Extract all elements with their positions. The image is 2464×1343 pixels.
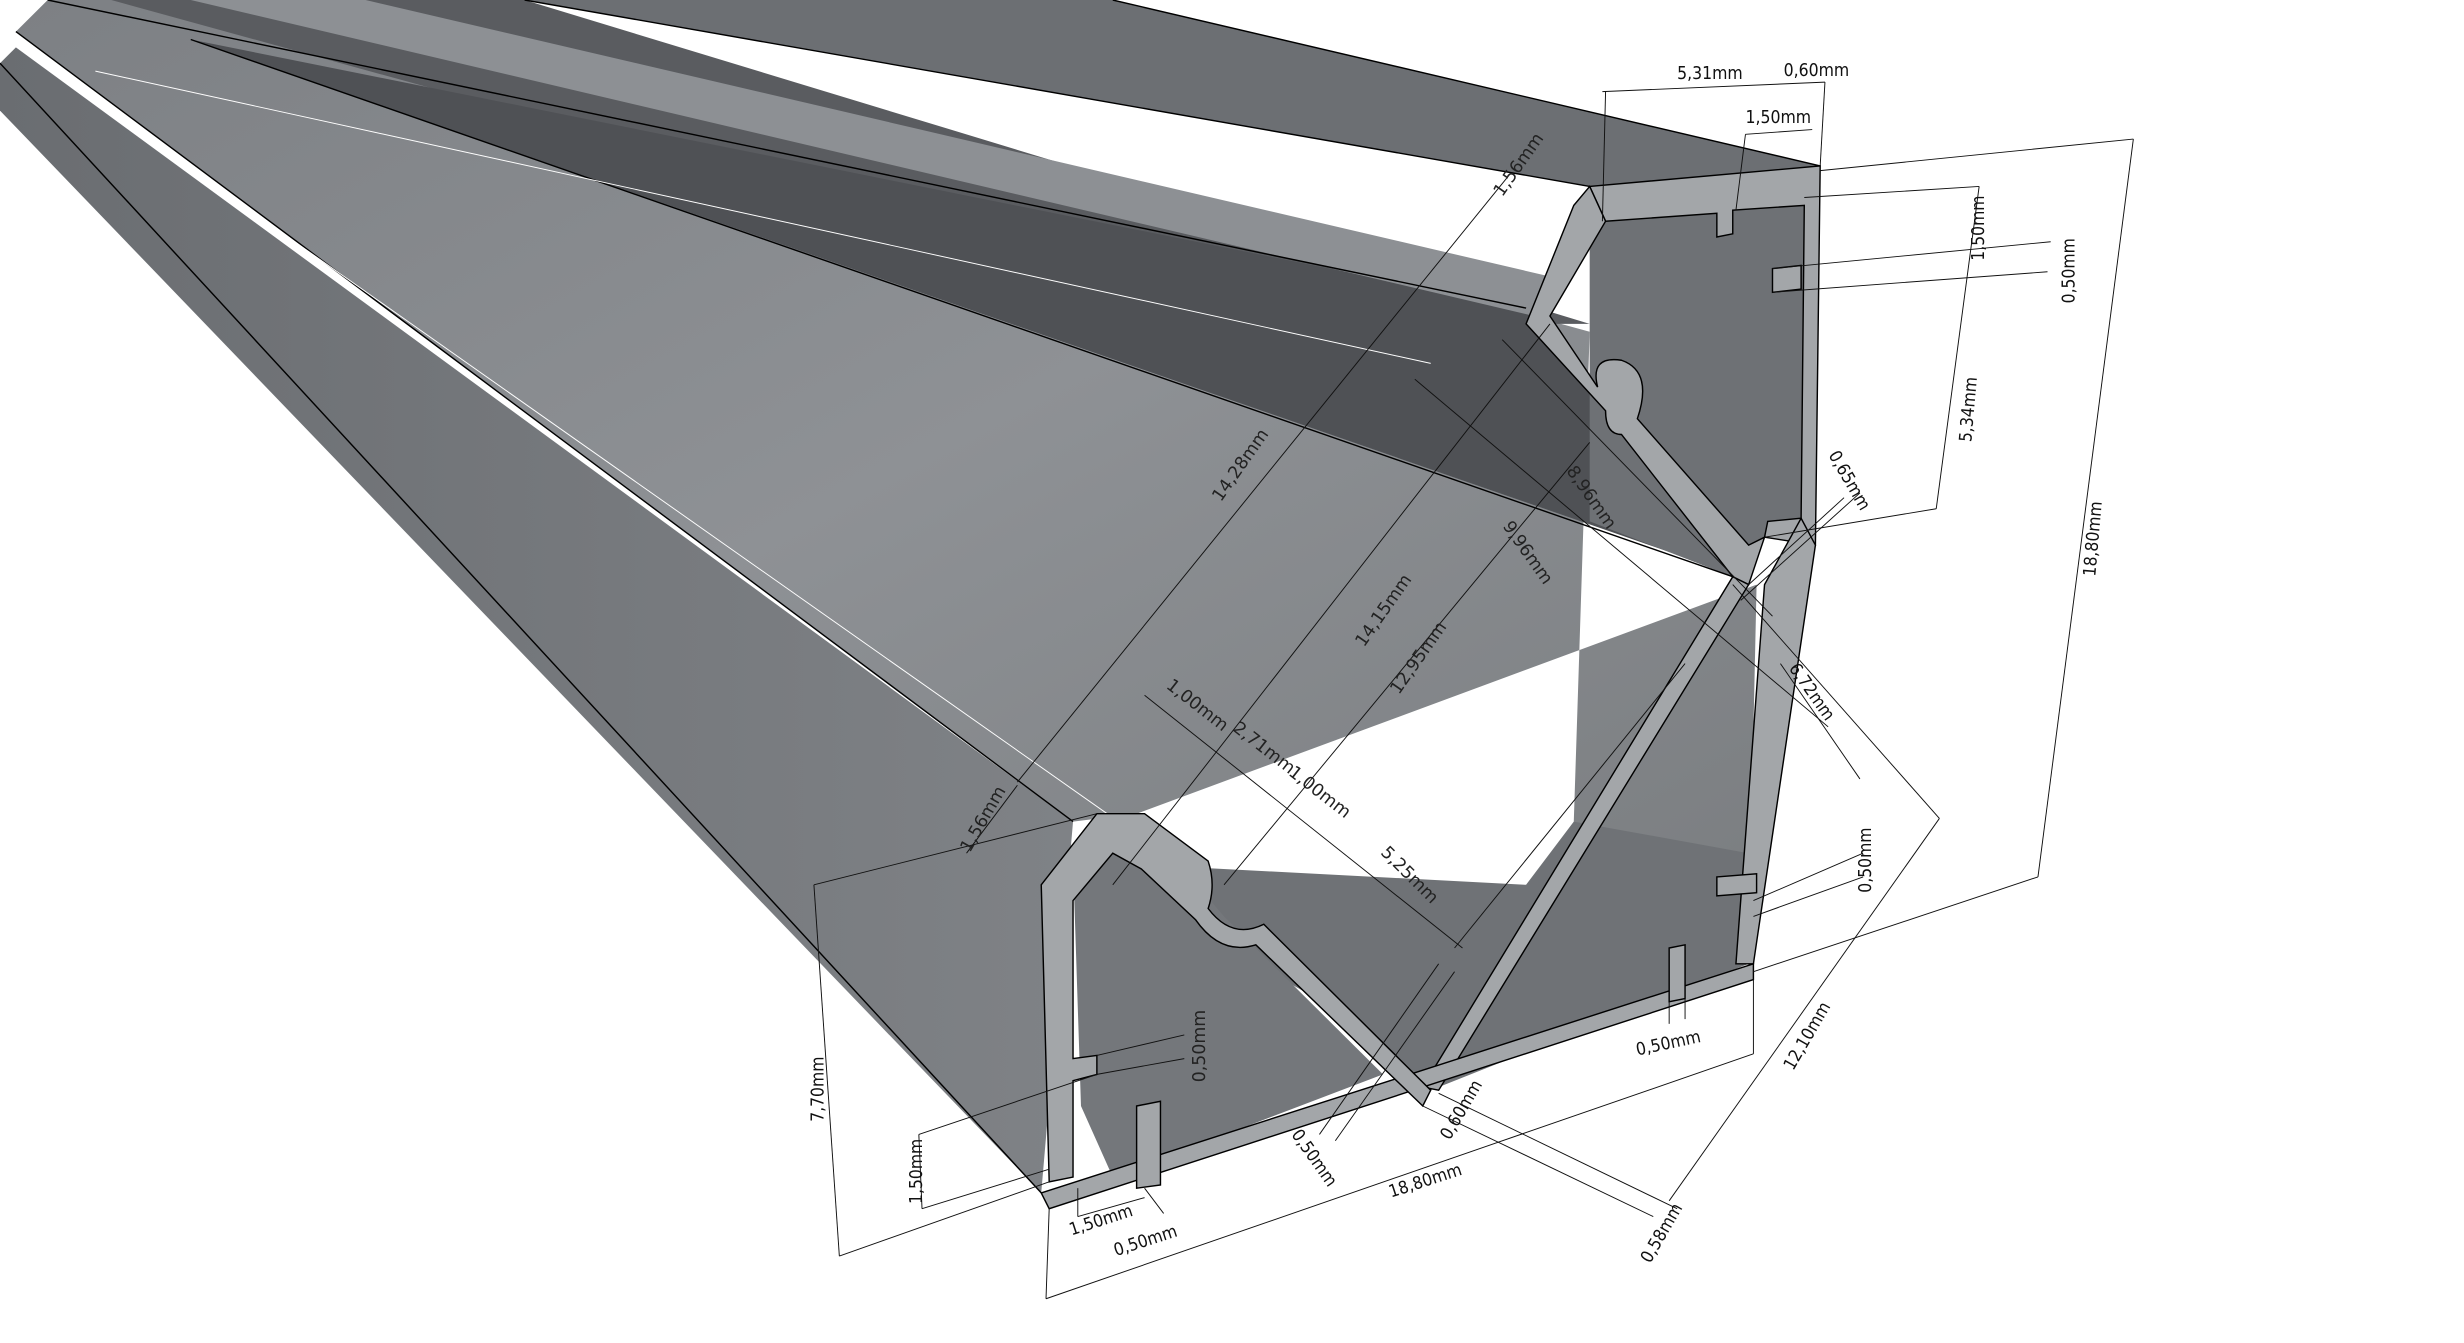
dim-bottom-right-lip: 0,50mm [1634,1027,1702,1060]
dim-overall-width-bottom: 18,80mm [1386,1160,1464,1202]
dim-right-lower-lip: 0,50mm [1856,827,1876,892]
dim-left-slot-height: 1,50mm [907,1139,927,1204]
dim-bottom-slot-width: 1,50mm [1067,1201,1136,1240]
dim-left-height: 7,70mm [808,1057,828,1122]
beam-top-face [524,0,1821,187]
section-bottom-stub-right [1668,943,1686,1003]
dim-top-width: 5,31mm [1677,64,1743,84]
section-top-lip [1771,264,1802,294]
dim-diag-wall: 0,65mm [1824,448,1874,514]
dim-bottom-wall-left: 0,50mm [1287,1126,1341,1191]
section-diagonal-wall [1525,185,1766,586]
dim-right-lip-thickness: 0,50mm [2059,238,2079,303]
dim-overall-height-right: 18,80mm [2080,501,2107,578]
beam-left-face [0,47,1074,1193]
beam-extrusion [0,0,1821,1194]
dim-bottom-lip-thickness: 0,50mm [1111,1222,1180,1261]
beam-left-inner [1073,813,1384,1178]
dim-diag-wall-bottom: 0,58mm [1637,1200,1687,1266]
dim-right-upper-height: 5,34mm [1956,376,1982,443]
dim-diag-12-10: 12,10mm [1780,999,1835,1074]
section-long-diagonal [1421,575,1750,1091]
profile-cross-section [1040,165,1821,1210]
section-left-wall [1040,812,1432,1183]
beam-right-inner [1589,165,1821,577]
beam-channel-light [190,0,1550,316]
dim-left-lip-thickness: 0,50mm [1190,1010,1210,1083]
beam-main-face [15,0,1757,948]
dim-top-slot-width: 1,50mm [1745,108,1811,128]
dim-top-lip: 0,60mm [1784,61,1850,81]
dimension-lines [813,81,2134,1300]
section-left-bottom-stub [1135,1100,1162,1189]
dim-right-slot-height: 1,50mm [1969,195,1989,260]
section-right-lower-lip [1716,872,1758,897]
dim-groove-1-00-b: 1,00mm [1285,762,1355,822]
